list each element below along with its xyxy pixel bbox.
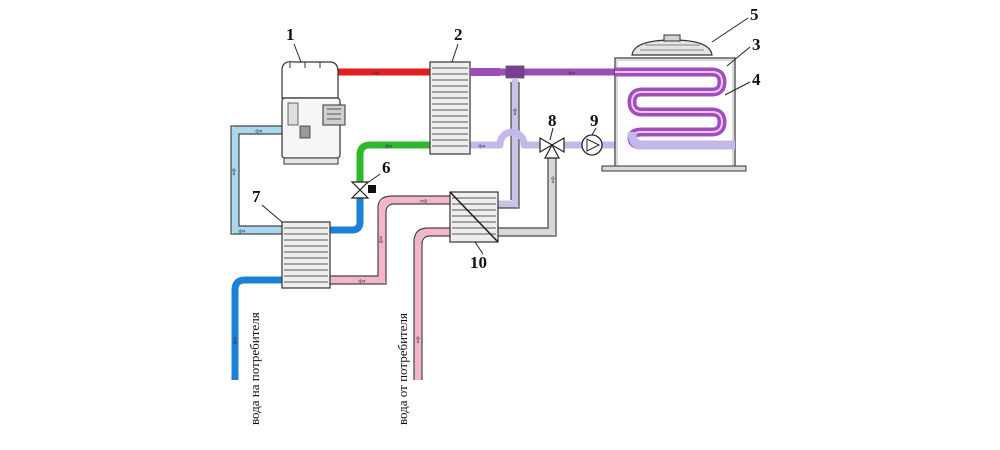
- svg-text:⇦: ⇦: [358, 277, 366, 287]
- water-from-consumer-label: вода от потребителя: [395, 313, 410, 425]
- leader-1: [293, 43, 302, 63]
- label-10: 10: [470, 253, 487, 272]
- bypass-pipe: [498, 78, 519, 208]
- label-3: 3: [752, 35, 761, 54]
- fan: [631, 39, 713, 56]
- svg-text:⇦: ⇦: [255, 127, 263, 137]
- valve-6: [350, 181, 376, 199]
- leader-3: [726, 46, 751, 67]
- three-way-valve-8: [539, 136, 565, 159]
- heat-exchanger-7: [281, 221, 331, 289]
- water-to-consumer-label: вода на потребителя: [247, 312, 262, 425]
- water-out-pipe: [231, 276, 282, 380]
- leader-2: [451, 43, 459, 63]
- leader-4: [724, 81, 751, 96]
- pump-9: [581, 134, 603, 156]
- label-9: 9: [590, 111, 599, 130]
- svg-text:⇨: ⇨: [229, 337, 239, 345]
- liquid-line-to-hx2: [470, 128, 540, 149]
- label-2: 2: [454, 25, 463, 44]
- svg-text:⇨: ⇨: [372, 69, 380, 79]
- compressor: [281, 61, 346, 165]
- blue-pipe-to-hx7: [330, 198, 364, 234]
- label-1: 1: [286, 25, 295, 44]
- leader-6: [365, 173, 381, 185]
- leader-9: [591, 127, 597, 136]
- liquid-line-gray: [498, 152, 556, 236]
- tee-fitting: [505, 65, 525, 79]
- svg-text:⇦: ⇦: [568, 69, 576, 79]
- label-7: 7: [252, 187, 261, 206]
- heat-exchanger-2: [429, 61, 500, 155]
- label-4: 4: [752, 70, 761, 89]
- label-8: 8: [548, 111, 557, 130]
- heat-exchanger-10: [449, 191, 499, 243]
- condenser-unit: [601, 34, 747, 172]
- svg-text:⇦: ⇦: [509, 108, 519, 116]
- leader-5: [711, 17, 749, 43]
- svg-text:⇨: ⇨: [375, 236, 385, 244]
- water-in-pipe: [414, 228, 450, 380]
- leader-8: [549, 127, 554, 141]
- svg-text:⇦: ⇦: [385, 142, 393, 152]
- svg-text:⇨: ⇨: [420, 197, 428, 207]
- label-6: 6: [382, 158, 391, 177]
- svg-text:⇦: ⇦: [412, 336, 422, 344]
- svg-text:⇦: ⇦: [238, 227, 246, 237]
- pink-pipe-hx7-hx10: [330, 196, 450, 284]
- leader-10: [474, 241, 484, 255]
- svg-text:⇦: ⇦: [478, 142, 486, 152]
- label-5: 5: [750, 5, 759, 24]
- leader-7: [261, 204, 283, 223]
- green-pipe: [356, 141, 430, 182]
- svg-text:⇦: ⇦: [547, 176, 557, 184]
- jacket-loop-pipe: [231, 126, 283, 234]
- svg-text:⇦: ⇦: [228, 168, 238, 176]
